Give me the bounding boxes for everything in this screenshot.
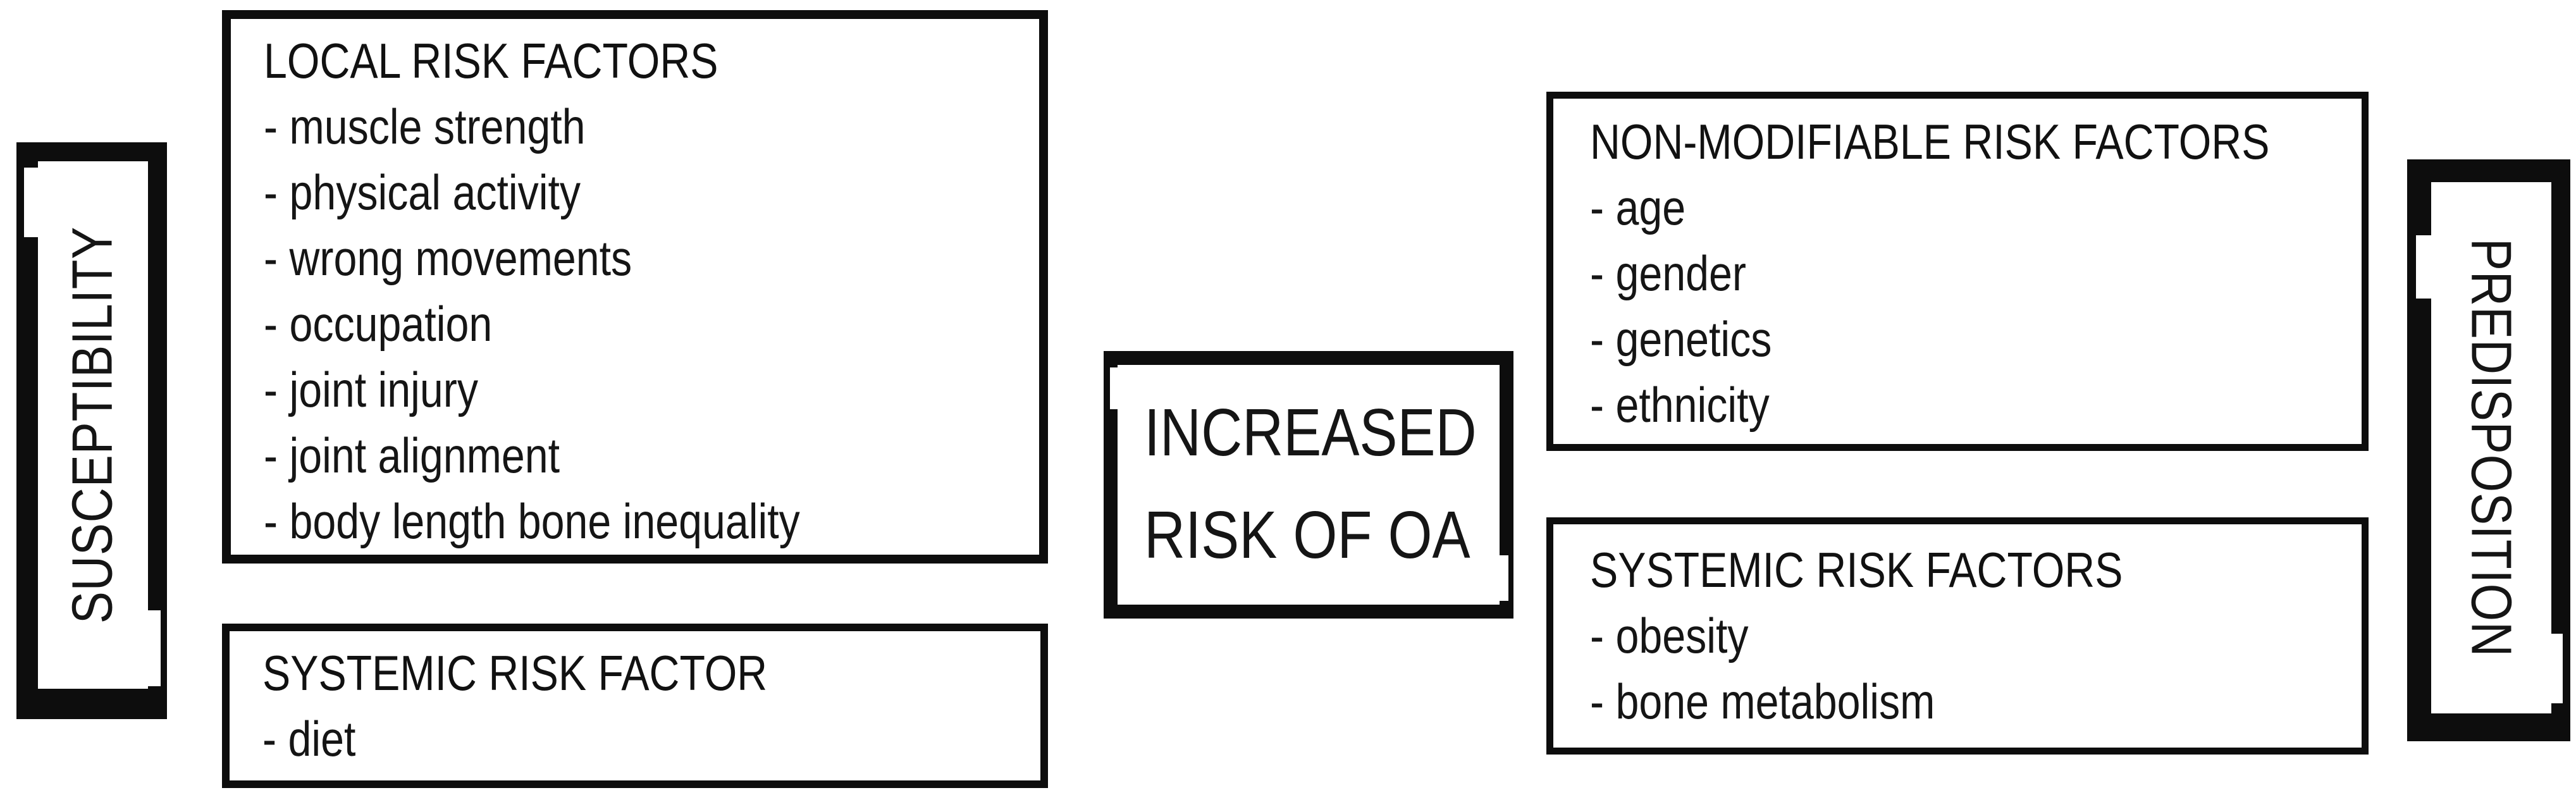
list-item-text: - gender <box>1590 245 1746 301</box>
increased-risk-line1: INCREASED <box>1144 381 1494 484</box>
list-item-text: - joint injury <box>264 362 478 417</box>
frame-notch <box>1494 555 1508 601</box>
list-item-text: - genetics <box>1590 311 1772 367</box>
systemic-right-title-text: SYSTEMIC RISK FACTORS <box>1590 542 2123 598</box>
list-item: - muscle strength <box>264 94 1024 159</box>
systemic-right-title: SYSTEMIC RISK FACTORS <box>1590 537 2346 603</box>
list-item: - age <box>1590 175 2346 240</box>
systemic-risk-factor-left-box: SYSTEMIC RISK FACTOR - diet <box>222 624 1048 788</box>
increased-risk-line1-text: INCREASED <box>1144 395 1477 470</box>
susceptibility-frame-inner: SUSCEPTIBILITY <box>38 161 148 689</box>
predisposition-frame: PREDISPOSITION <box>2407 159 2570 741</box>
non-modifiable-title: NON-MODIFIABLE RISK FACTORS <box>1590 109 2346 175</box>
list-item-text: - bone metabolism <box>1590 674 1935 729</box>
list-item: - ethnicity <box>1590 372 2346 438</box>
local-risk-factors-title-text: LOCAL RISK FACTORS <box>264 33 718 89</box>
list-item-text: - physical activity <box>264 164 581 220</box>
increased-risk-text-block: INCREASED RISK OF OA <box>1144 381 1494 600</box>
frame-notch <box>145 610 161 686</box>
list-item: - gender <box>1590 240 2346 306</box>
list-item-text: - ethnicity <box>1590 377 1770 433</box>
systemic-risk-factors-right-box: SYSTEMIC RISK FACTORS - obesity - bone m… <box>1546 517 2369 755</box>
susceptibility-label: SUSCEPTIBILITY <box>61 226 125 624</box>
list-item: - wrong movements <box>264 225 1024 291</box>
non-modifiable-risk-factors-box: NON-MODIFIABLE RISK FACTORS - age - gend… <box>1546 92 2369 451</box>
frame-notch <box>24 168 39 237</box>
list-item-text: - muscle strength <box>264 99 586 154</box>
list-item: - occupation <box>264 291 1024 357</box>
list-item-text: - body length bone inequality <box>264 493 800 549</box>
list-item: - joint alignment <box>264 422 1024 488</box>
systemic-left-title: SYSTEMIC RISK FACTOR <box>262 640 1025 706</box>
increased-risk-line2-text: RISK OF OA <box>1144 498 1470 572</box>
predisposition-label: PREDISPOSITION <box>2460 238 2524 658</box>
local-risk-factors-title: LOCAL RISK FACTORS <box>264 28 1024 94</box>
local-risk-factors-box: LOCAL RISK FACTORS - muscle strength - p… <box>222 10 1048 564</box>
list-item: - physical activity <box>264 159 1024 225</box>
frame-notch <box>2546 634 2563 703</box>
susceptibility-frame: SUSCEPTIBILITY <box>16 142 167 719</box>
predisposition-frame-inner: PREDISPOSITION <box>2431 182 2551 713</box>
frame-notch <box>1110 367 1124 409</box>
list-item-text: - age <box>1590 180 1686 235</box>
list-item: - joint injury <box>264 357 1024 422</box>
list-item-text: - obesity <box>1590 608 1749 663</box>
list-item-text: - wrong movements <box>264 230 632 286</box>
list-item-text: - joint alignment <box>264 428 560 483</box>
frame-notch <box>2416 235 2432 299</box>
non-modifiable-title-text: NON-MODIFIABLE RISK FACTORS <box>1590 114 2270 169</box>
increased-risk-frame-inner <box>1118 365 1500 605</box>
increased-risk-of-oa-frame: INCREASED RISK OF OA <box>1104 351 1513 619</box>
list-item-text: - diet <box>262 711 356 767</box>
list-item: - body length bone inequality <box>264 488 1024 554</box>
systemic-left-title-text: SYSTEMIC RISK FACTOR <box>262 645 768 701</box>
list-item: - genetics <box>1590 306 2346 372</box>
increased-risk-line2: RISK OF OA <box>1144 484 1494 586</box>
list-item: - bone metabolism <box>1590 669 2346 734</box>
list-item: - diet <box>262 706 1025 772</box>
list-item: - obesity <box>1590 603 2346 669</box>
list-item-text: - occupation <box>264 296 493 352</box>
